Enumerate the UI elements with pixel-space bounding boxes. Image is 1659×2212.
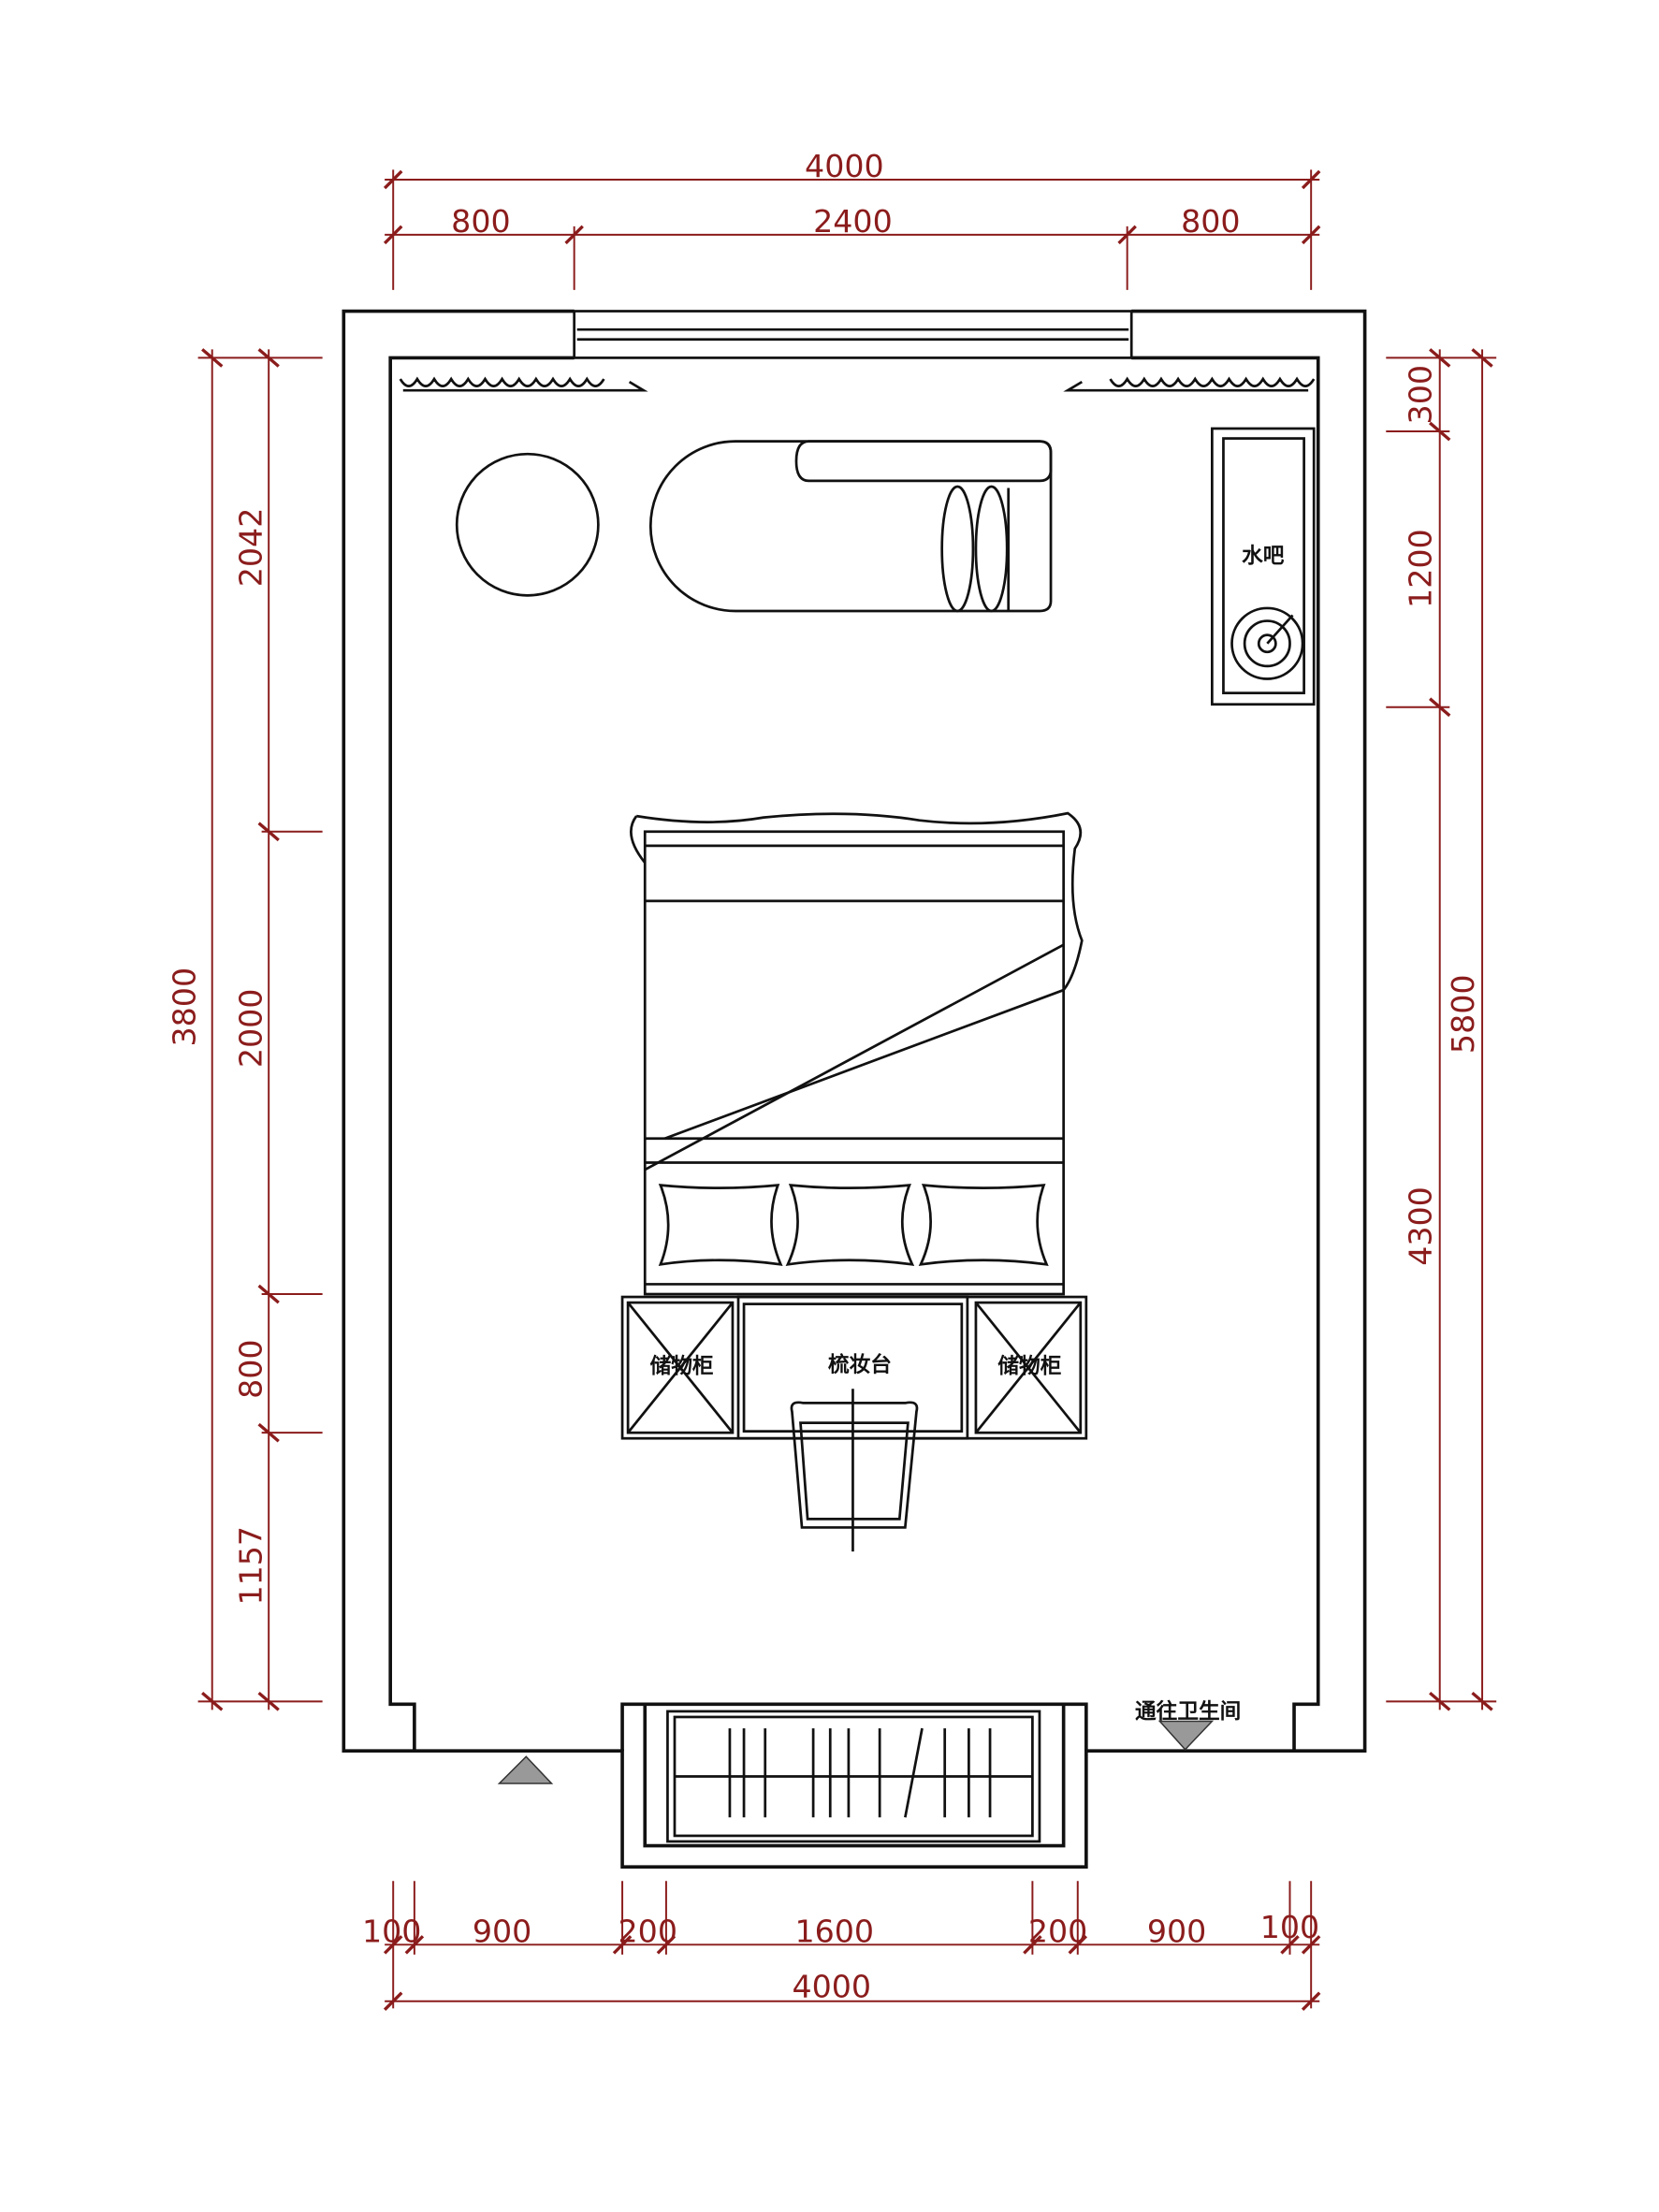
dim-right-total: 5800 xyxy=(1445,974,1481,1054)
window xyxy=(573,310,1133,359)
dim-bottom-total: 4000 xyxy=(792,1968,871,2004)
to-bathroom-label: 通往卫生间 xyxy=(1135,1698,1241,1724)
top-dimensions: 4000 800 2400 800 xyxy=(383,148,1321,290)
dim-top-total: 4000 xyxy=(805,148,884,184)
sink-icon xyxy=(1230,606,1304,680)
bottom-dimensions: 100 900 200 1600 200 900 100 4000 xyxy=(362,1881,1321,2012)
dim-left-4: 1157 xyxy=(233,1526,269,1606)
water-bar: 水吧 xyxy=(1211,427,1316,706)
dim-top-1: 800 xyxy=(451,203,510,240)
dim-top-2: 2400 xyxy=(813,203,893,240)
pillow xyxy=(785,1184,915,1266)
pillow xyxy=(918,1184,1049,1266)
curtain-left xyxy=(399,376,648,392)
dim-top-3: 800 xyxy=(1181,203,1240,240)
bed xyxy=(630,811,1084,1296)
dim-left-total: 3800 xyxy=(167,968,203,1047)
round-table xyxy=(455,452,600,597)
dim-right-2: 1200 xyxy=(1403,529,1439,608)
walls xyxy=(342,309,1367,1870)
dim-bottom-4: 1600 xyxy=(794,1913,874,1949)
right-dimensions: 5800 300 1200 4300 xyxy=(1386,348,1497,1711)
dim-bottom-2: 900 xyxy=(473,1913,531,1949)
chair xyxy=(790,1389,919,1552)
dim-bottom-3: 200 xyxy=(618,1913,677,1949)
dim-bottom-7: 100 xyxy=(1260,1909,1319,1945)
entrance-arrow-icon xyxy=(497,1755,554,1784)
storage-right-label: 储物柜 xyxy=(997,1354,1061,1379)
storage-left-label: 储物柜 xyxy=(650,1354,714,1379)
dresser-label: 梳妆台 xyxy=(828,1352,892,1377)
dim-left-3: 800 xyxy=(233,1339,269,1398)
cabinet-row: 储物柜 梳妆台 储物柜 xyxy=(620,1295,1088,1440)
dim-bottom-5: 200 xyxy=(1028,1913,1087,1949)
left-dimensions: 3800 2042 2000 800 1157 xyxy=(167,348,323,1711)
pillow xyxy=(658,1184,783,1266)
wardrobe xyxy=(666,1710,1041,1843)
dim-bottom-1: 100 xyxy=(362,1913,421,1949)
dim-left-2: 2000 xyxy=(233,989,269,1069)
bathroom-arrow-icon xyxy=(1157,1720,1215,1751)
water-bar-label: 水吧 xyxy=(1242,545,1285,569)
dim-left-1: 2042 xyxy=(233,508,269,588)
curtain-right xyxy=(1063,376,1316,392)
sofa xyxy=(648,440,1053,613)
dim-bottom-6: 900 xyxy=(1147,1913,1206,1949)
dim-right-1: 300 xyxy=(1403,365,1439,424)
dim-right-3: 4300 xyxy=(1403,1186,1439,1266)
